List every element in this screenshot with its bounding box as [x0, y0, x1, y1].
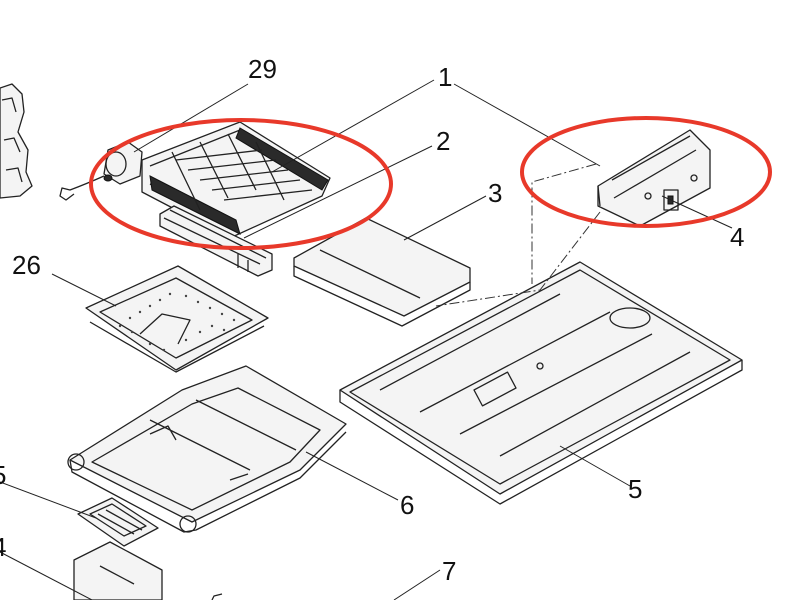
callout-5-lid: 5	[628, 474, 642, 504]
leader-lines	[0, 79, 733, 600]
part-3-sponge	[293, 217, 471, 327]
callout-26: 26	[12, 250, 41, 280]
part-bottom-clip-partial	[211, 593, 223, 600]
part-5-lid	[339, 261, 743, 505]
callout-29: 29	[248, 54, 277, 84]
callout-2: 2	[436, 126, 450, 156]
part-29-motor	[59, 141, 143, 201]
part-lower-grille	[77, 497, 159, 547]
callout-7: 7	[442, 556, 456, 586]
part-lower-box-partial	[73, 541, 163, 600]
callout-5-edge: 5	[0, 460, 6, 490]
highlight-ellipse-pump-module	[89, 118, 393, 250]
callout-4: 4	[730, 222, 744, 252]
tray-perforations	[118, 292, 236, 352]
part-4-bracket	[597, 129, 711, 227]
part-2-filter-tray	[159, 205, 273, 277]
callout-1: 1	[438, 62, 452, 92]
part-26-perforated-tray	[85, 265, 269, 373]
highlight-markers	[89, 116, 772, 250]
callout-6: 6	[400, 490, 414, 520]
assembly-dash-lines	[435, 163, 601, 307]
callout-labels: 29 1 2 3 4 26 5 6 7 5 4	[0, 54, 744, 586]
part-1-pump-module	[141, 121, 331, 239]
part-6-frame	[67, 365, 347, 533]
callout-3: 3	[488, 178, 502, 208]
callout-4-edge: 4	[0, 532, 6, 562]
part-left-frame-partial	[0, 83, 33, 199]
highlight-ellipse-bracket	[520, 116, 772, 228]
